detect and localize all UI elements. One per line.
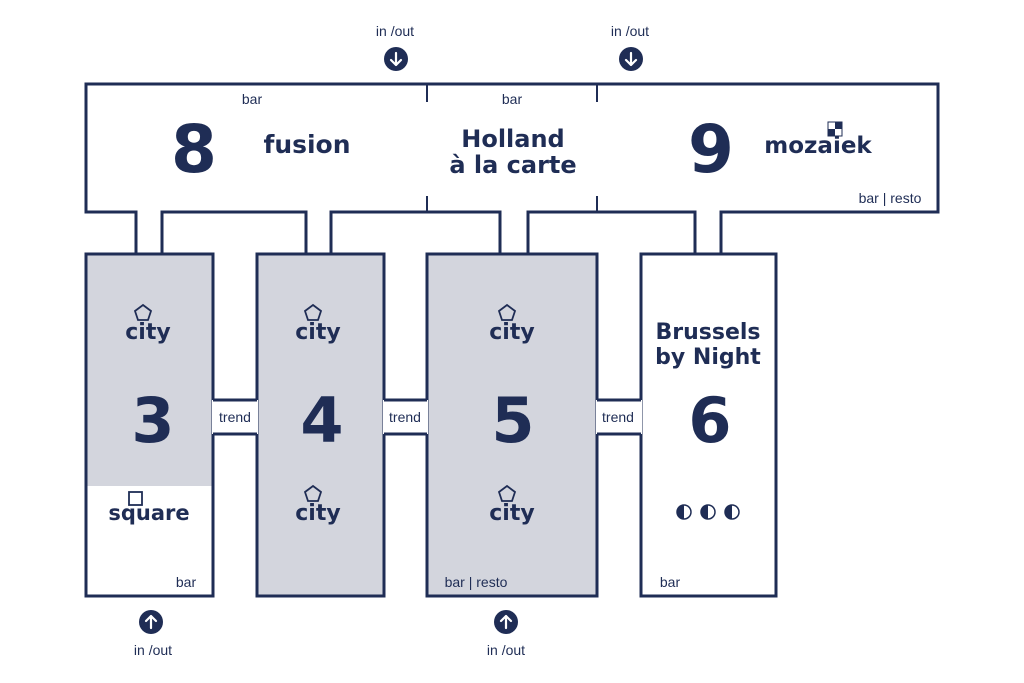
hall-3-number: 3 [131,384,174,457]
hall-3-shaded [86,254,213,486]
mozaiek-checker-icon [827,121,843,137]
connector-5-6 [596,398,642,436]
entrance-label-bottom-center: in /out [487,642,525,658]
connector-4-5 [383,398,428,436]
three-moon-dots-icon [676,504,740,520]
hall-5-number: 5 [491,384,534,457]
middle-tag: bar [502,91,523,107]
city-pentagon-icon [497,303,517,321]
holland-brand-line1: Holland [461,125,565,153]
hall-3-tag: bar [176,574,197,590]
hall-6-brand-line2: by Night [655,345,761,370]
hall-4-brand-bottom: city [295,501,340,526]
hall-8-number: 8 [171,111,217,188]
entrance-label-bottom-left: in /out [134,642,172,658]
hall-5-brand-bottom: city [489,501,534,526]
hall-9-tag: bar | resto [859,190,922,206]
city-pentagon-icon [133,303,153,321]
hall-4-number: 4 [300,384,343,457]
hall-3-brand-bottom: square [108,501,189,525]
city-pentagon-icon [497,484,517,502]
hall-5-tag: bar | resto [445,574,508,590]
square-logo-icon [128,491,143,506]
hall-3-brand-top: city [125,320,170,345]
arrow-down-circle-icon[interactable] [619,47,643,71]
trend-label-4-5: trend [389,409,421,425]
connector-3-4 [212,398,258,436]
hall-9-number: 9 [688,111,734,188]
entrance-label-top-left: in /out [376,23,414,39]
arrow-down-circle-icon[interactable] [384,47,408,71]
holland-brand-line2: à la carte [449,151,576,179]
city-pentagon-icon [303,484,323,502]
hall-5-brand-top: city [489,320,534,345]
arrow-up-circle-icon[interactable] [494,610,518,634]
hall-8-brand: fusion [263,130,350,159]
hall-9-brand: mozaiek [764,133,872,159]
trend-label-3-4: trend [219,409,251,425]
arrow-up-circle-icon[interactable] [139,610,163,634]
hall-6-tag: bar [660,574,681,590]
hall-8-tag: bar [242,91,263,107]
hall-5-outline [425,252,599,598]
hall-4-brand-top: city [295,320,340,345]
trend-label-5-6: trend [602,409,634,425]
entrance-label-top-right: in /out [611,23,649,39]
hall-6-number: 6 [688,384,731,457]
city-pentagon-icon [303,303,323,321]
hall-6-brand-line1: Brussels [655,320,760,345]
